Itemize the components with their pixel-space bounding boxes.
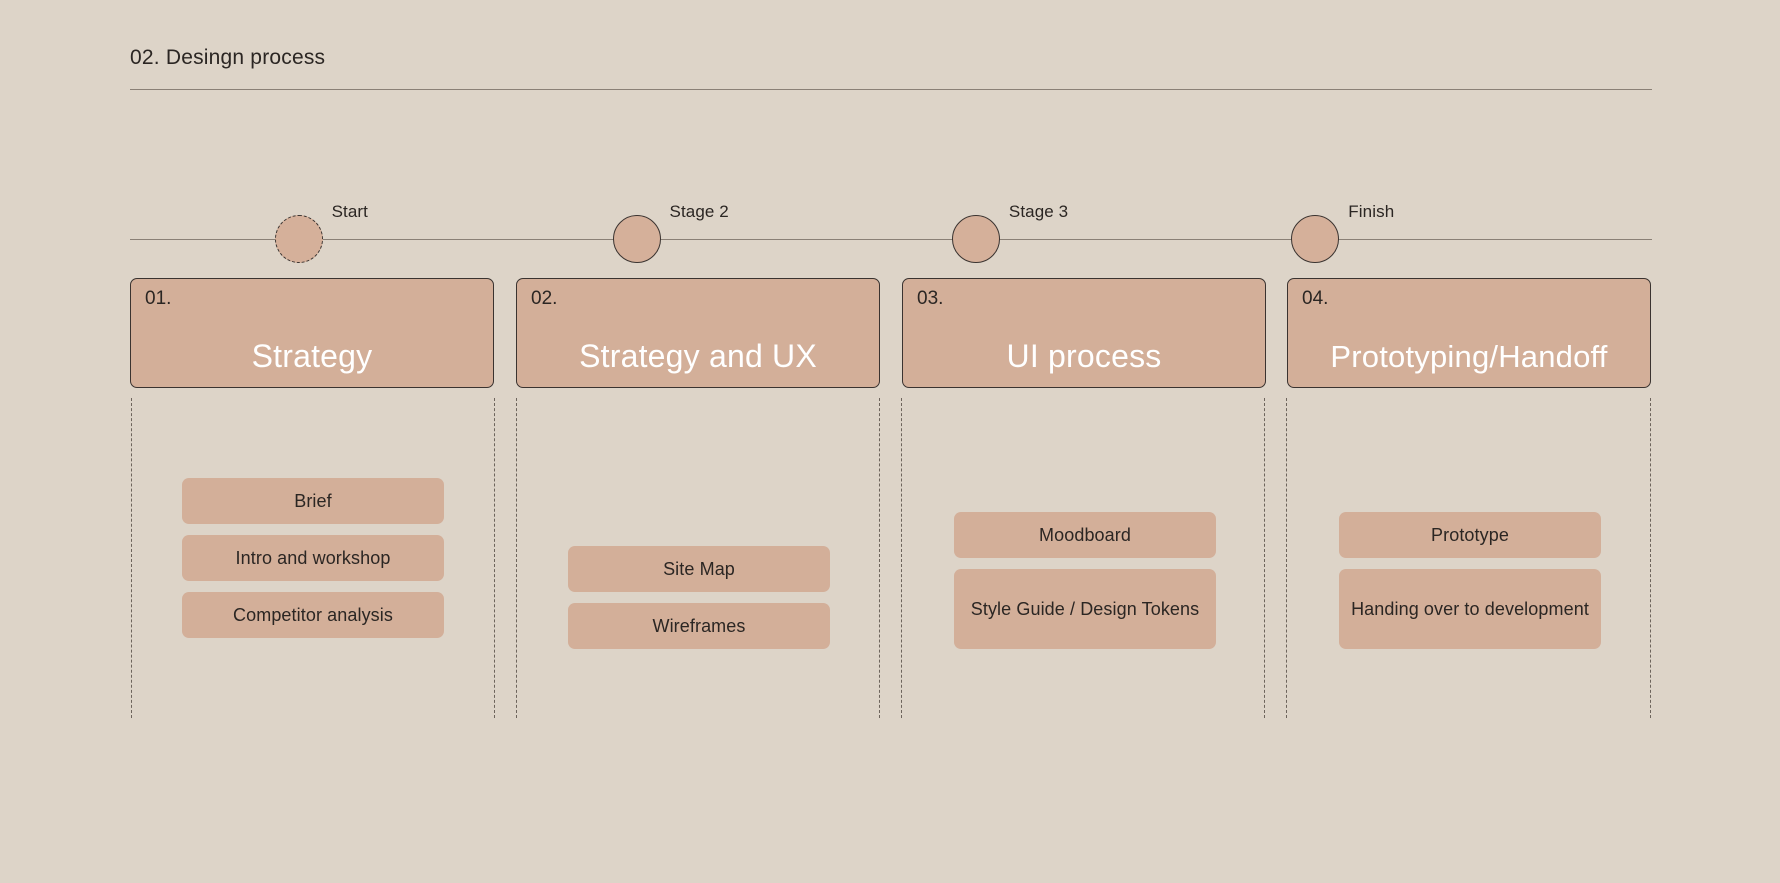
page-title: 02. Desingn process (130, 46, 326, 69)
column-guide-right-2 (879, 398, 880, 718)
task-list: Prototype Handing over to development (1339, 512, 1601, 649)
column-guide-left-4 (1286, 398, 1287, 718)
timeline-node-label: Stage 3 (1008, 202, 1069, 221)
page-header: 02. Desingn process (130, 46, 1652, 90)
stage-column-03: 03. UI process Moodboard Style Guide / D… (902, 278, 1266, 649)
column-guide-left-2 (516, 398, 517, 718)
stage-column-02: 02. Strategy and UX Site Map Wireframes (516, 278, 880, 649)
stage-card[interactable]: 02. Strategy and UX (516, 278, 880, 388)
timeline-node-stage-3[interactable]: Stage 3 (951, 202, 1068, 263)
task-chip[interactable]: Competitor analysis (182, 592, 444, 638)
task-chip[interactable]: Handing over to development (1339, 569, 1601, 649)
column-guide-right-1 (494, 398, 495, 718)
timeline-node-label: Finish (1348, 202, 1395, 221)
task-chip[interactable]: Intro and workshop (182, 535, 444, 581)
task-chip[interactable]: Site Map (568, 546, 830, 592)
stage-number: 02. (531, 288, 558, 309)
column-guide-left-1 (131, 398, 132, 718)
task-list: Site Map Wireframes (568, 546, 830, 649)
column-guide-left-3 (901, 398, 902, 718)
task-list: Brief Intro and workshop Competitor anal… (182, 478, 444, 638)
task-chip[interactable]: Brief (182, 478, 444, 524)
timeline-node-label: Stage 2 (669, 202, 729, 221)
stage-card[interactable]: 03. UI process (902, 278, 1266, 388)
stage-title: UI process (1006, 338, 1162, 374)
task-chip[interactable]: Prototype (1339, 512, 1601, 558)
task-chip[interactable]: Style Guide / Design Tokens (954, 569, 1216, 649)
stage-column-04: 04. Prototyping/Handoff Prototype Handin… (1287, 278, 1651, 649)
stage-title: Strategy and UX (579, 338, 817, 374)
header-divider (130, 89, 1652, 90)
timeline-node-finish[interactable]: Finish (1291, 202, 1394, 263)
timeline-node-label: Start (331, 202, 368, 221)
stage-title: Strategy (251, 338, 373, 374)
timeline-axis: Start Stage 2 Stage 3 Finish (130, 202, 1652, 263)
task-chip[interactable]: Wireframes (568, 603, 830, 649)
timeline-node-start[interactable]: Start (274, 202, 368, 263)
stage-card[interactable]: 01. Strategy (130, 278, 494, 388)
task-chip[interactable]: Moodboard (954, 512, 1216, 558)
stage-column-01: 01. Strategy Brief Intro and workshop Co… (130, 278, 494, 638)
column-guide-right-4 (1650, 398, 1651, 718)
task-list: Moodboard Style Guide / Design Tokens (954, 512, 1216, 649)
stage-title: Prototyping/Handoff (1330, 339, 1608, 374)
stage-number: 01. (145, 288, 172, 309)
stage-number: 03. (917, 288, 944, 309)
stage-number: 04. (1302, 288, 1329, 309)
column-guide-right-3 (1264, 398, 1265, 718)
timeline-node-stage-2[interactable]: Stage 2 (612, 202, 729, 263)
stage-card[interactable]: 04. Prototyping/Handoff (1287, 278, 1651, 388)
